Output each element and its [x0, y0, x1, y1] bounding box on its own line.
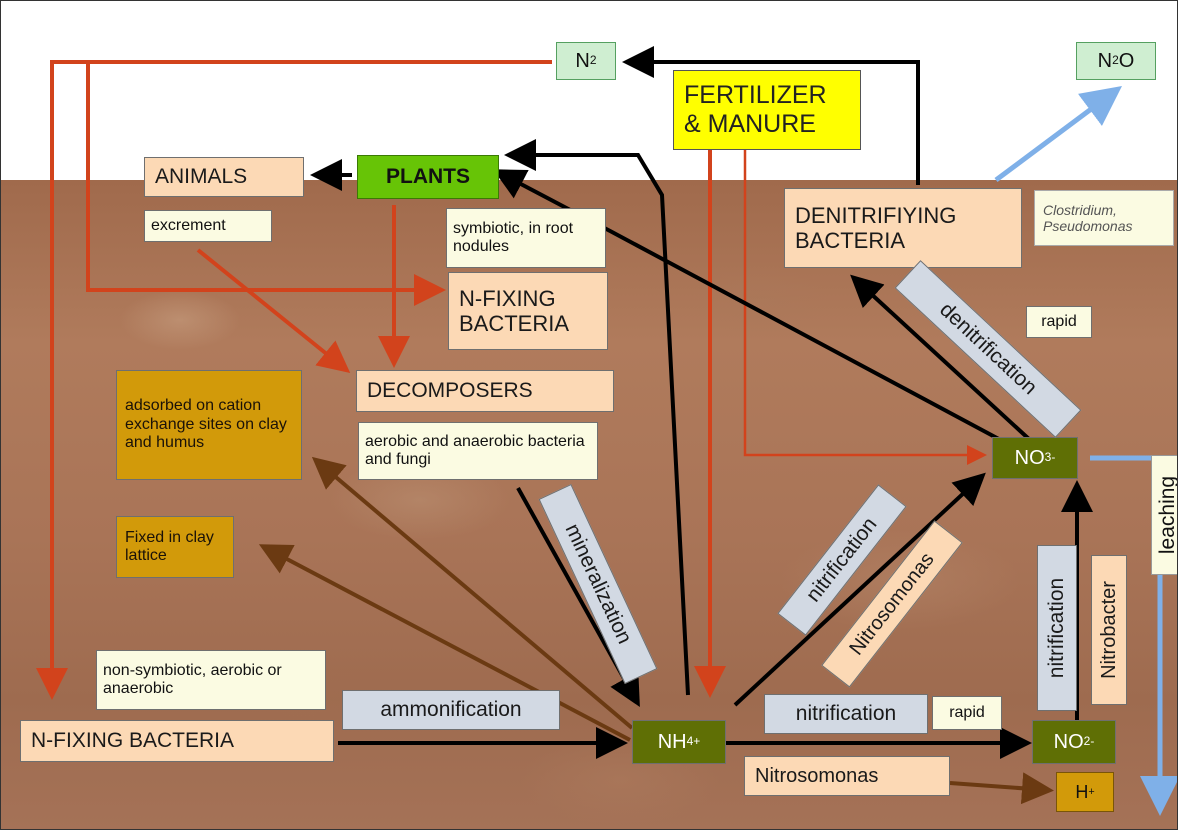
nitrogen-cycle-diagram: N2 N2O FERTILIZER & MANURE ANIMALS PLANT… [0, 0, 1178, 830]
diagram-frame [0, 0, 1178, 830]
